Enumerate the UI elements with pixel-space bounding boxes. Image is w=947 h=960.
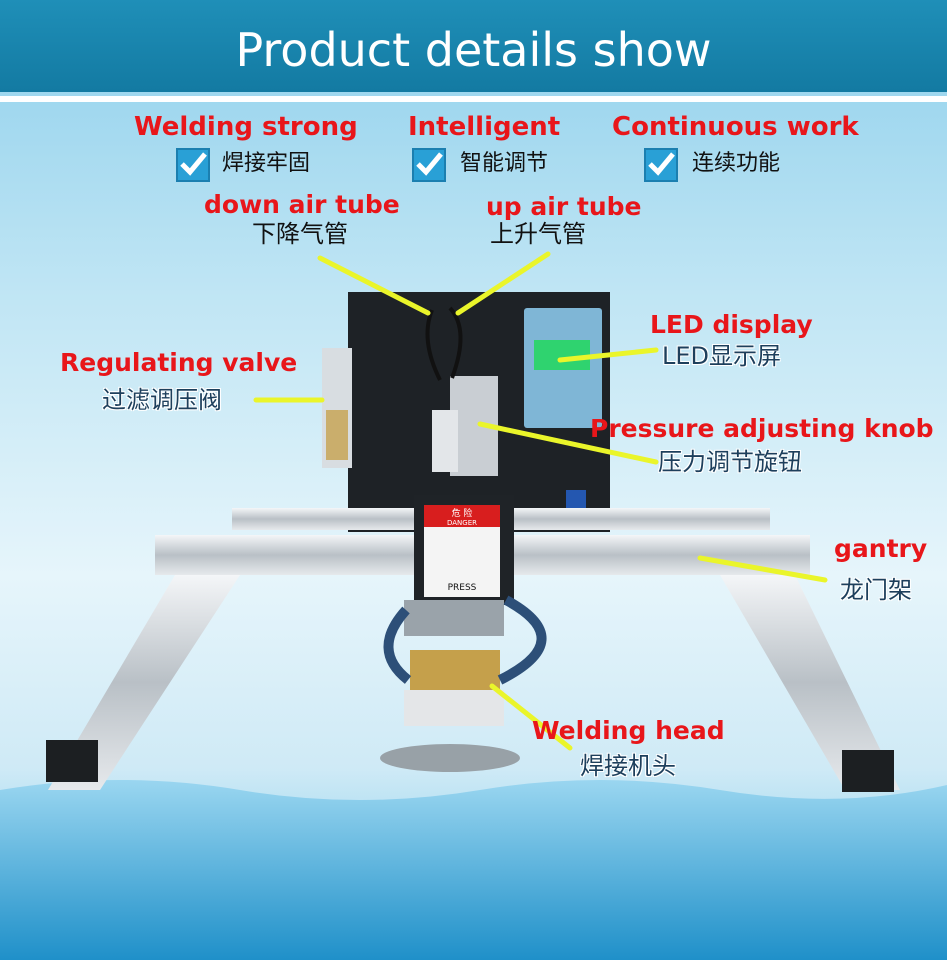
water-surface [0, 780, 947, 960]
label-down-air-tube: down air tube [204, 190, 400, 219]
welding-electrode-block [410, 650, 500, 690]
label-pressure-adjusting-knob: Pressure adjusting knob [590, 414, 934, 443]
pointer-led-display [557, 347, 659, 363]
header-divider [0, 96, 947, 102]
hose-left [383, 606, 412, 684]
press-text: PRESS [448, 583, 477, 593]
head-shadow [380, 744, 520, 772]
label-zh-up-air-tube: 上升气管 [490, 220, 586, 248]
label-up-air-tube: up air tube [486, 192, 642, 221]
label-zh-welding-head: 焊接机头 [580, 752, 676, 780]
label-zh-down-air-tube: 下降气管 [252, 220, 348, 248]
left-foot [46, 740, 98, 782]
label-gantry: gantry [834, 534, 928, 563]
feature-continuous-work: Continuous work [612, 112, 859, 142]
feature-zh-intelligent: 智能调节 [460, 151, 549, 176]
valve-bowl [326, 410, 348, 460]
right-foot [842, 750, 894, 792]
pointer-pressure-knob [477, 421, 659, 465]
pointer-lines [253, 251, 828, 751]
page-title: Product details show [235, 23, 712, 77]
welding-head-block [404, 600, 504, 636]
label-welding-head: Welding head [532, 716, 725, 745]
danger-title: 危 险 [452, 507, 473, 519]
pointer-down-air-tube [317, 255, 431, 316]
label-regulating-valve: Regulating valve [60, 348, 298, 377]
left-leg [48, 575, 240, 790]
pointer-up-air-tube [455, 251, 551, 316]
danger-label-bar [424, 505, 500, 527]
welding-head-base [404, 690, 504, 726]
led-screen [534, 340, 590, 370]
right-leg [720, 575, 900, 790]
feature-welding-strong: Welding strong [134, 112, 358, 142]
feature-zh-welding-strong: 焊接牢固 [222, 151, 311, 176]
danger-sub: DANGER [447, 519, 477, 527]
label-led-display: LED display [650, 310, 813, 339]
label-zh-pressure-adjusting-knob: 压力调节旋钮 [658, 448, 802, 476]
feature-intelligent: Intelligent [408, 112, 561, 142]
air-tube [425, 306, 463, 381]
checkbox-checked-icon [176, 148, 210, 182]
label-zh-regulating-valve: 过滤调压阀 [102, 386, 222, 414]
checkbox-checked-icon [644, 148, 678, 182]
label-zh-led-display: LED显示屏 [662, 342, 782, 370]
pointer-welding-head [489, 683, 573, 751]
label-zh-gantry: 龙门架 [840, 576, 912, 604]
header-banner [0, 0, 947, 92]
checkbox-checked-icon [412, 148, 446, 182]
feature-zh-continuous-work: 连续功能 [692, 151, 781, 176]
hose-right [497, 595, 547, 685]
pointer-gantry [697, 555, 828, 583]
cylinder-knob [432, 410, 458, 472]
